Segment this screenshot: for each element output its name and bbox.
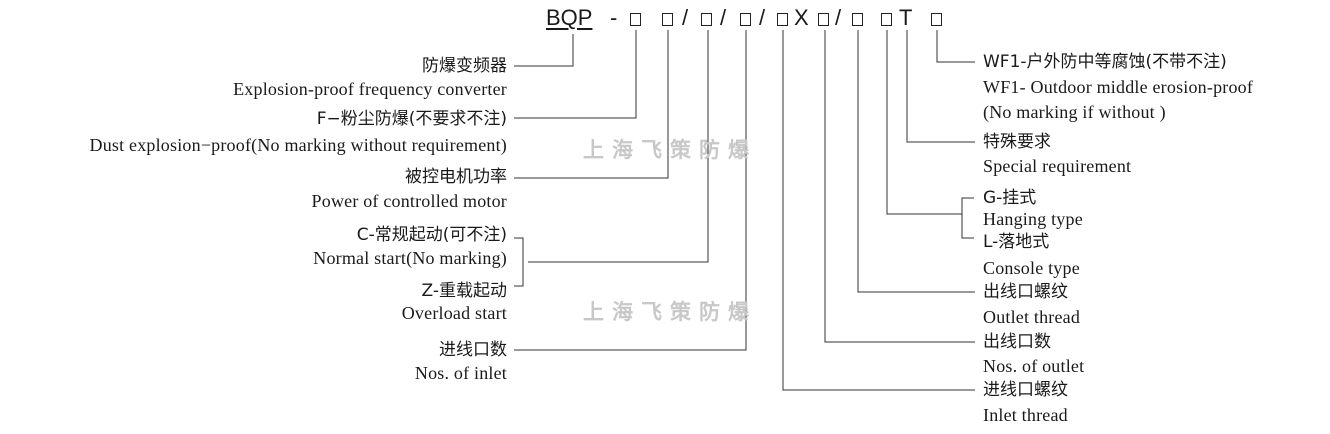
- bracket-mounting: [961, 197, 974, 239]
- overload-label-en: Overload start: [401, 303, 507, 323]
- inlet-count-label-en: Nos. of inlet: [414, 363, 507, 383]
- connector-wf1: [936, 30, 975, 63]
- connector-mounting: [886, 30, 962, 215]
- inlet-thread-label-zh: 进线口螺纹: [983, 380, 1068, 400]
- code-slash-1: /: [682, 5, 689, 30]
- special-label-zh: 特殊要求: [983, 132, 1051, 152]
- console-label-en: Console type: [983, 258, 1080, 278]
- power-label-en: Power of controlled motor: [311, 191, 507, 211]
- watermark-lower: 上海飞策防爆: [583, 299, 757, 324]
- wf1-label-zh: WF1-户外防中等腐蚀(不带不注): [983, 52, 1227, 72]
- connector-special: [906, 30, 975, 143]
- code-box-9: [931, 13, 942, 26]
- dust-label-en: Dust explosion−proof(No marking without …: [89, 135, 507, 155]
- code-t-letter: T: [899, 5, 913, 30]
- code-slash-2: /: [720, 5, 727, 30]
- hanging-label-zh: G-挂式: [983, 188, 1037, 208]
- outlet-count-label-zh: 出线口数: [983, 332, 1051, 352]
- power-label-zh: 被控电机功率: [405, 167, 507, 187]
- dust-label-zh: F−粉尘防爆(不要求不注): [316, 109, 507, 129]
- console-label-zh: L-落地式: [983, 232, 1050, 252]
- code-box-6: [818, 13, 829, 26]
- code-box-7: [852, 13, 863, 26]
- normal-start-label-en: Normal start(No marking): [313, 248, 507, 268]
- code-box-5: [777, 13, 788, 26]
- watermark-upper: 上海飞策防爆: [583, 137, 757, 162]
- code-slash-4: /: [835, 5, 842, 30]
- code-box-3: [701, 13, 712, 26]
- connector-start-type: [528, 30, 709, 263]
- inlet-thread-label-en: Inlet thread: [983, 405, 1068, 425]
- hanging-label-en: Hanging type: [983, 209, 1083, 229]
- connector-outlet-count: [824, 30, 975, 343]
- connector-outlet-thread: [857, 30, 975, 293]
- outlet-thread-label-en: Outlet thread: [983, 307, 1081, 327]
- connector-power: [514, 30, 669, 179]
- connector-inlet-count: [514, 30, 747, 351]
- connector-dust: [514, 30, 637, 119]
- code-box-2: [662, 13, 673, 26]
- wf1-note-en: (No marking if without ): [983, 102, 1166, 122]
- code-dash: -: [610, 5, 618, 30]
- code-box-8: [881, 13, 892, 26]
- explosion-proof-label-zh: 防爆变频器: [422, 56, 507, 76]
- normal-start-label-zh: C-常规起动(可不注): [356, 225, 507, 245]
- connector-explosion-proof: [514, 34, 574, 67]
- outlet-thread-label-zh: 出线口螺纹: [983, 282, 1068, 302]
- explosion-proof-label-en: Explosion-proof frequency converter: [233, 79, 507, 99]
- overload-label-zh: Z-重载起动: [421, 281, 507, 301]
- code-box-1: [630, 13, 641, 26]
- special-label-en: Special requirement: [983, 156, 1132, 176]
- inlet-count-label-zh: 进线口数: [439, 340, 507, 360]
- code-box-4: [740, 13, 751, 26]
- model-prefix: BQP: [546, 5, 593, 30]
- wf1-label-en: WF1- Outdoor middle erosion-proof: [983, 77, 1254, 97]
- outlet-count-label-en: Nos. of outlet: [983, 356, 1085, 376]
- bracket-start-type: [514, 237, 524, 287]
- code-slash-3: /: [759, 5, 766, 30]
- connector-inlet-thread: [782, 30, 975, 391]
- code-x-letter: X: [794, 5, 809, 30]
